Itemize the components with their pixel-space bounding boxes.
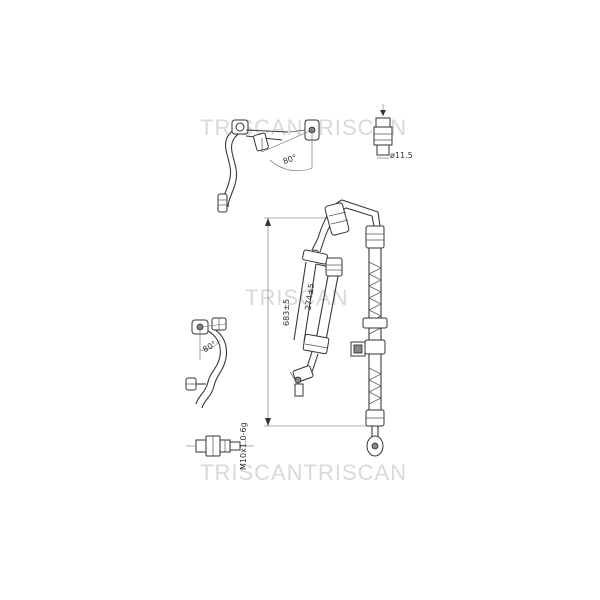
- top-detail-view: 80°: [217, 119, 320, 213]
- dimension-total-length: 683±5: [282, 299, 291, 326]
- watermark-bottom: TRISCANTRISCAN: [200, 460, 407, 485]
- dimension-inner-length: 274±5: [303, 283, 316, 311]
- top-right-fitting-detail: ø11.5: [373, 104, 413, 160]
- thread-label-top: ø11.5: [390, 151, 413, 160]
- main-assembly-view: 683±5: [264, 199, 388, 457]
- watermark-middle: TRISCAN: [245, 285, 349, 310]
- thread-label-bottom: M10x1.0-6g: [239, 422, 248, 470]
- angle-label-top: 80°: [282, 153, 298, 166]
- angle-label-left: 80°: [201, 339, 218, 354]
- bottom-left-fitting-detail: M10x1.0-6g: [186, 422, 254, 470]
- left-detail-view: 80°: [185, 317, 228, 409]
